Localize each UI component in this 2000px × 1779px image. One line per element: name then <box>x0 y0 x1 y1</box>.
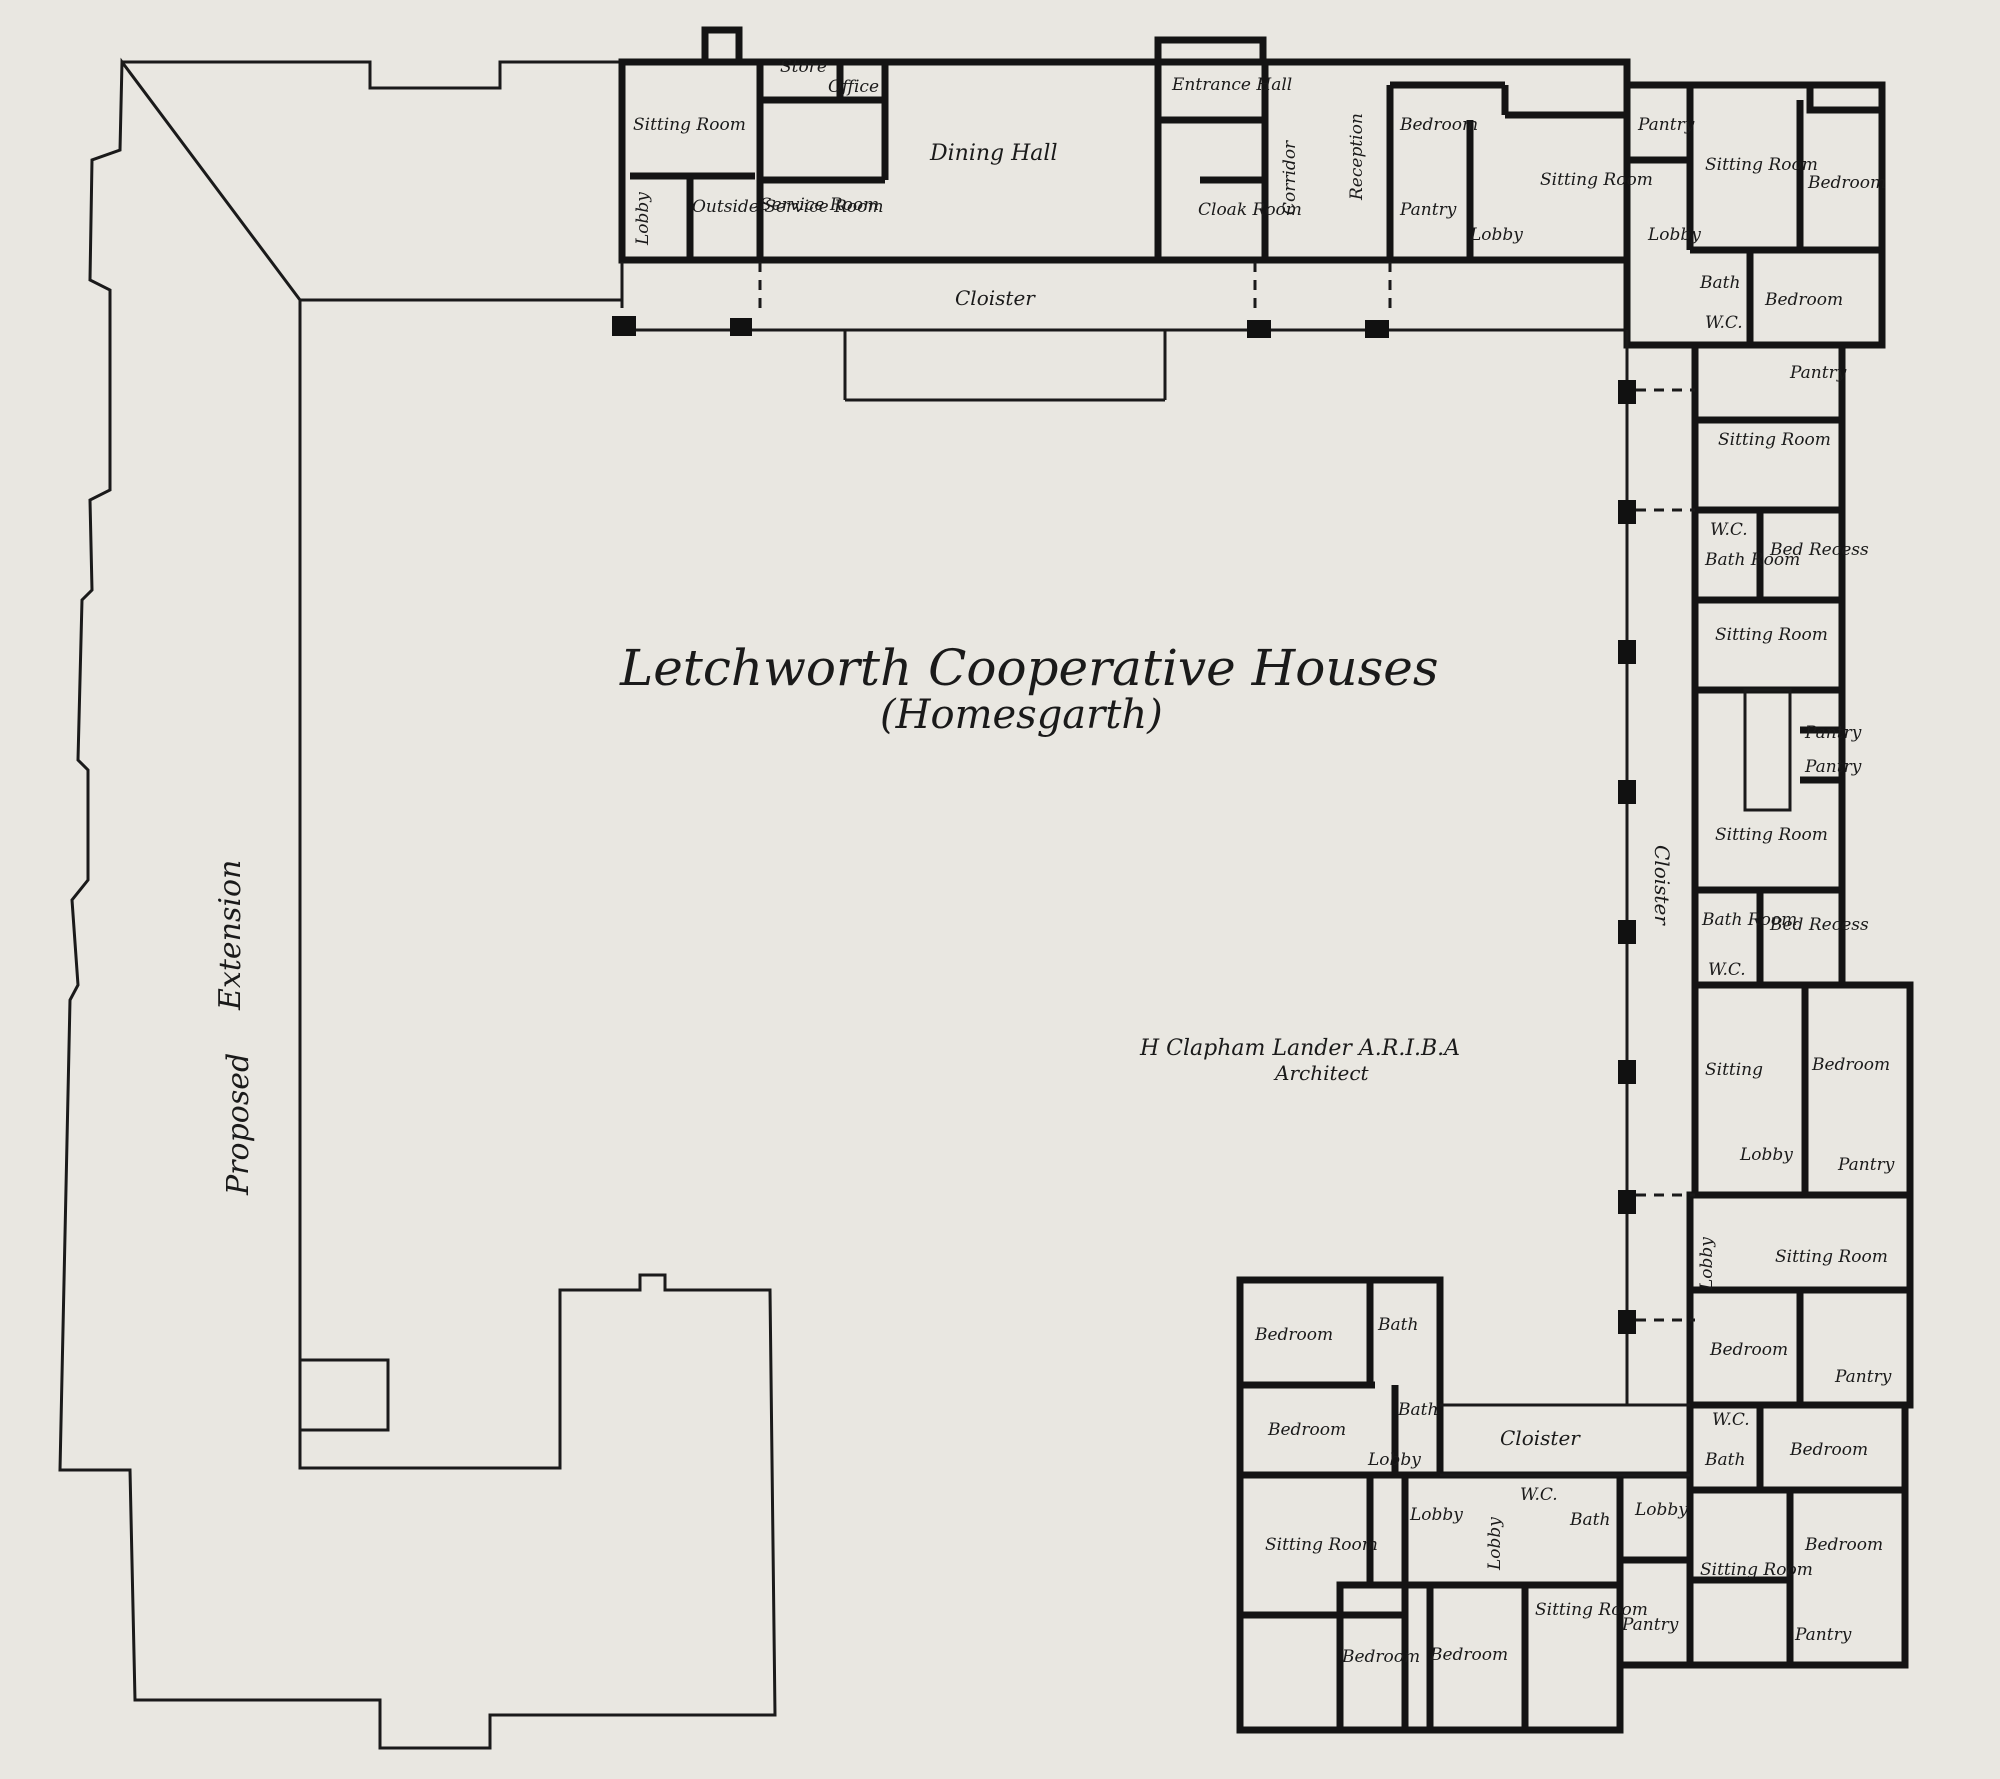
room-label: W.C. <box>1712 1410 1750 1430</box>
room-label: Corridor <box>1280 140 1300 215</box>
room-label: Pantry <box>1834 1367 1892 1387</box>
room-label: Bedroom <box>1804 1535 1883 1555</box>
room-label: Lobby <box>633 192 653 246</box>
room-label: Lobby <box>1485 1517 1505 1571</box>
room-label: Sitting Room <box>1775 1247 1888 1267</box>
room-label: Pantry <box>1794 1625 1852 1645</box>
room-label: Bedroom <box>1789 1440 1868 1460</box>
room-label: Lobby <box>1409 1505 1463 1525</box>
cloister-north-label: Cloister <box>955 286 1036 310</box>
room-label: Sitting Room <box>1715 625 1828 645</box>
room-label: Sitting <box>1705 1060 1763 1080</box>
room-label: Bedroom <box>1807 173 1886 193</box>
room-label: Dining Hall <box>929 141 1058 166</box>
room-label: Lobby <box>1634 1500 1688 1520</box>
room-label: Sitting Room <box>1535 1600 1648 1620</box>
room-label: W.C. <box>1520 1485 1558 1505</box>
room-label: Pantry <box>1837 1155 1895 1175</box>
room-label: Sitting Room <box>1705 155 1818 175</box>
room-label: Lobby <box>1697 1237 1717 1291</box>
room-label: Sitting Room <box>1265 1535 1378 1555</box>
room-label: Pantry <box>1637 115 1695 135</box>
room-label: Office <box>828 77 879 97</box>
room-label: Cloak Room <box>1198 200 1302 220</box>
room-label: Lobby <box>1647 225 1701 245</box>
east-cloister <box>1618 330 1695 1405</box>
proposed-extension-outline <box>58 57 777 1750</box>
room-label: Pantry <box>1804 723 1862 743</box>
room-label: Bath <box>1377 1315 1418 1335</box>
room-label: Bedroom <box>1399 115 1478 135</box>
room-label: Bedroom <box>1341 1647 1420 1667</box>
room-label: Reception <box>1347 113 1367 201</box>
room-label: Bed Recess <box>1769 915 1869 935</box>
east-wing-walls <box>1686 341 1914 1409</box>
north-room-labels: Sitting Room Store Office Lobby Outside … <box>633 57 1653 246</box>
room-label: Pantry <box>1789 363 1847 383</box>
room-label: W.C. <box>1710 520 1748 540</box>
room-label: W.C. <box>1708 960 1746 980</box>
plan-title: Letchworth Cooperative Houses <box>619 639 1438 697</box>
south-wing-walls <box>1236 1276 1694 1734</box>
architect-name: H Clapham Lander A.R.I.B.A <box>1139 1036 1460 1061</box>
cloister-south-label: Cloister <box>1500 1426 1581 1450</box>
room-label: W.C. <box>1705 313 1743 333</box>
room-label: Bedroom <box>1811 1055 1890 1075</box>
room-label: Bath <box>1569 1510 1610 1530</box>
southeast-room-labels: W.C. Bath Bedroom Bedroom Lobby Sitting … <box>1634 1410 1883 1645</box>
room-label: Bath Room <box>1701 910 1797 930</box>
south-room-labels: Bedroom Bath Bath Bedroom Lobby Sitting … <box>1254 1315 1679 1667</box>
room-label: Sitting Room <box>1700 1560 1813 1580</box>
room-label: Sitting Room <box>633 115 746 135</box>
room-label: Bedroom <box>1709 1340 1788 1360</box>
room-label: Sitting Room <box>1540 170 1653 190</box>
northeast-room-labels: Pantry Sitting Room Bedroom Lobby Bath W… <box>1637 115 1886 333</box>
room-label: Service Room <box>760 195 879 215</box>
room-label: Bedroom <box>1267 1420 1346 1440</box>
room-label: Bed Recess <box>1769 540 1869 560</box>
north-cloister <box>612 262 1627 402</box>
room-label: Bedroom <box>1254 1325 1333 1345</box>
room-label: Pantry <box>1399 200 1457 220</box>
room-label: Sitting Room <box>1715 825 1828 845</box>
north-wing-walls <box>618 26 1631 264</box>
plan-titles: Letchworth Cooperative Houses (Homesgart… <box>213 286 1674 1450</box>
room-label: Bath <box>1699 273 1740 293</box>
room-label: Store <box>780 57 827 77</box>
room-label: Entrance Hall <box>1171 75 1292 95</box>
extension-label-extension: Extension <box>213 860 248 1011</box>
room-label: Bath <box>1397 1400 1438 1420</box>
room-label: Lobby <box>1469 225 1523 245</box>
room-label: Bath <box>1704 1450 1745 1470</box>
plan-subtitle: (Homesgarth) <box>880 692 1163 738</box>
architect-role: Architect <box>1273 1061 1370 1085</box>
room-label: Bath Room <box>1704 550 1800 570</box>
room-label: Pantry <box>1804 757 1862 777</box>
room-label: Pantry <box>1621 1615 1679 1635</box>
room-label: Sitting Room <box>1718 430 1831 450</box>
cloister-east-label: Cloister <box>1650 845 1674 926</box>
room-label: Lobby <box>1739 1145 1793 1165</box>
room-label: Lobby <box>1367 1450 1421 1470</box>
room-label: Outside Service Room <box>692 197 883 217</box>
east-room-labels: Pantry Sitting Room W.C. Bath Room Bed R… <box>1697 363 1895 1387</box>
room-label: Bedroom <box>1764 290 1843 310</box>
extension-label-proposed: Proposed <box>221 1053 256 1196</box>
room-label: Bedroom <box>1429 1645 1508 1665</box>
